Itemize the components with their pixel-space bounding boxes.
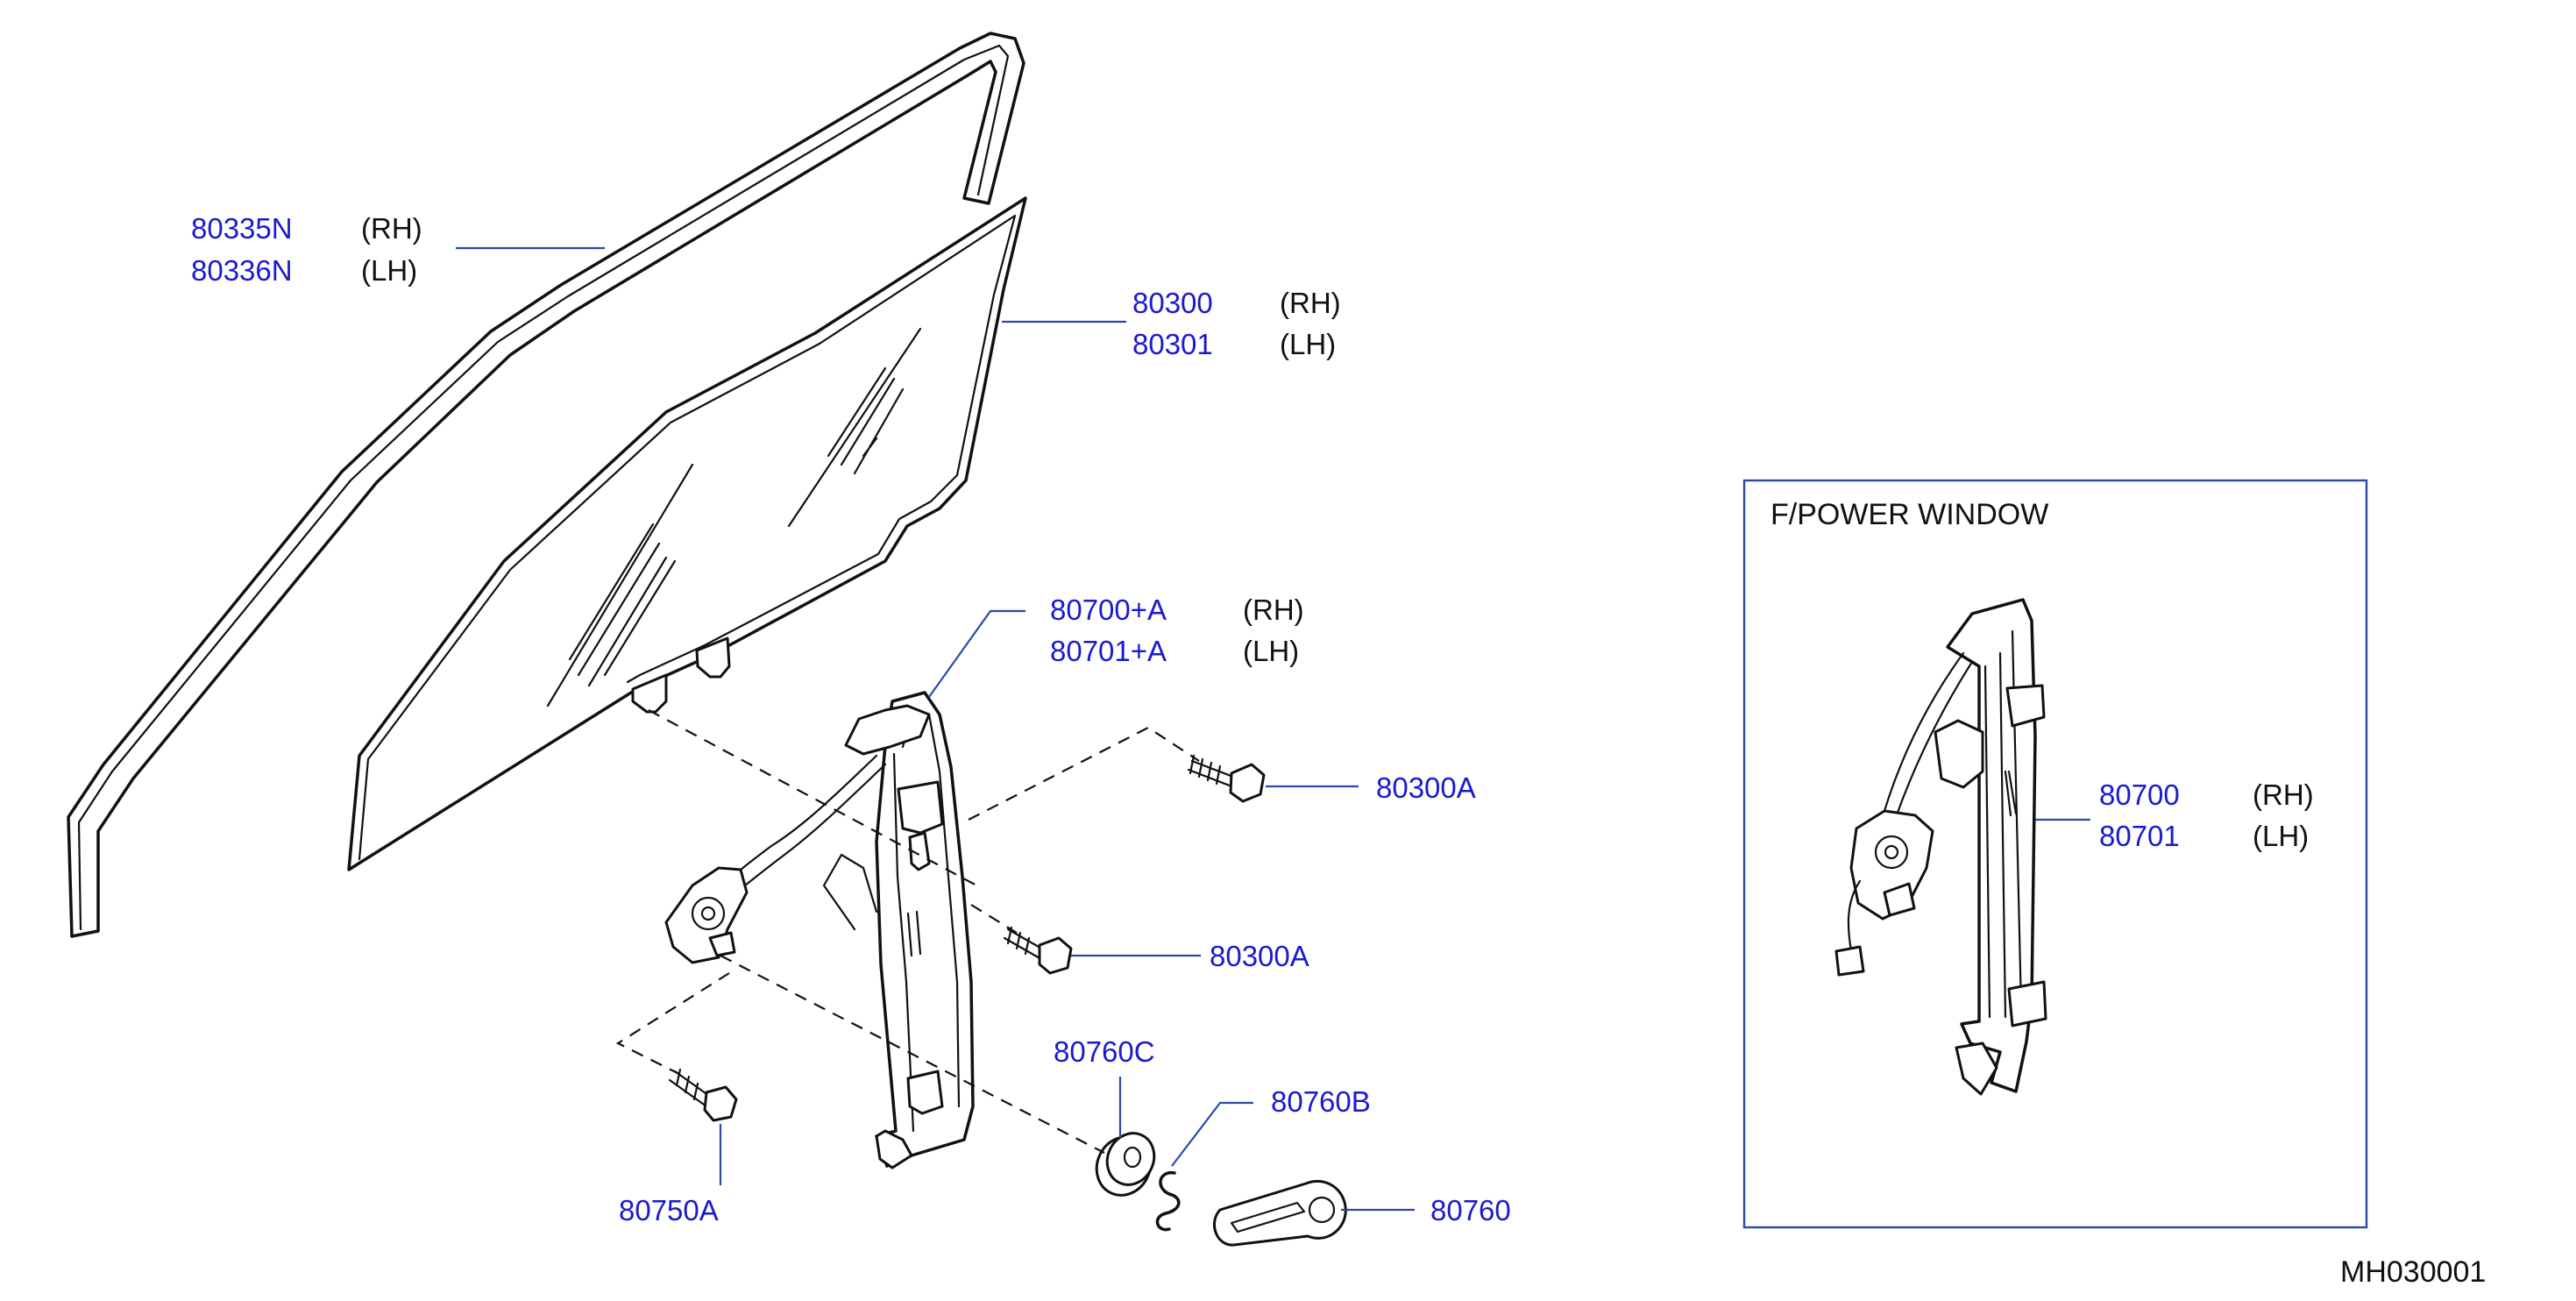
part-number-80700: 80700 bbox=[2099, 778, 2180, 811]
bolt-80300a-lower-drawing bbox=[1003, 926, 1073, 975]
power-regulator-drawing bbox=[1834, 598, 2047, 1096]
side-lh: (LH) bbox=[2253, 820, 2309, 852]
assembly-guide-lines bbox=[615, 709, 1200, 1154]
window-handle-80760-drawing bbox=[1212, 1179, 1347, 1247]
callout-80700a: 80700+A (RH) 80701+A (LH) bbox=[1050, 594, 1304, 667]
part-number-80700a: 80700+A bbox=[1050, 594, 1167, 626]
part-number-80760b: 80760B bbox=[1271, 1085, 1371, 1118]
part-number-80300a-upper: 80300A bbox=[1376, 771, 1476, 804]
part-number-80336n: 80336N bbox=[191, 254, 293, 287]
part-number-80760: 80760 bbox=[1430, 1194, 1511, 1226]
inset-frame bbox=[1742, 479, 2368, 1229]
callout-80300: 80300 (RH) 80301 (LH) bbox=[1132, 287, 1341, 360]
part-number-80335n: 80335N bbox=[191, 212, 293, 245]
run-channel-drawing bbox=[67, 32, 1025, 938]
bolt-80750a-drawing bbox=[668, 1068, 738, 1122]
inset-title: F/POWER WINDOW bbox=[1771, 498, 2048, 531]
side-rh: (RH) bbox=[2253, 778, 2314, 811]
window-regulator-drawing bbox=[664, 691, 975, 1169]
callout-80335n: 80335N (RH) 80336N (LH) bbox=[191, 212, 422, 287]
side-lh: (LH) bbox=[1280, 328, 1336, 360]
part-number-80701a: 80701+A bbox=[1050, 635, 1167, 667]
part-number-80301: 80301 bbox=[1132, 328, 1213, 360]
inset-power-window: F/POWER WINDOW 80700 (RH) 80701 (LH) bbox=[1742, 479, 2368, 1229]
door-glass-drawing bbox=[347, 196, 1027, 871]
part-number-80300a-lower: 80300A bbox=[1210, 940, 1309, 972]
part-number-80760c: 80760C bbox=[1054, 1035, 1155, 1068]
clip-80760b-drawing bbox=[1155, 1171, 1181, 1232]
leader-lines bbox=[456, 246, 2090, 1212]
part-number-80300: 80300 bbox=[1132, 287, 1213, 319]
part-number-80750a: 80750A bbox=[619, 1194, 719, 1226]
part-number-80701: 80701 bbox=[2099, 820, 2180, 852]
side-rh: (RH) bbox=[361, 212, 422, 245]
side-rh: (RH) bbox=[1243, 594, 1304, 626]
bolt-80300a-upper-drawing bbox=[1187, 754, 1266, 803]
escutcheon-80760c-drawing bbox=[1095, 1132, 1156, 1197]
diagram-code: MH030001 bbox=[2340, 1255, 2486, 1289]
side-lh: (LH) bbox=[1243, 635, 1299, 667]
side-rh: (RH) bbox=[1280, 287, 1341, 319]
side-lh: (LH) bbox=[361, 254, 417, 287]
